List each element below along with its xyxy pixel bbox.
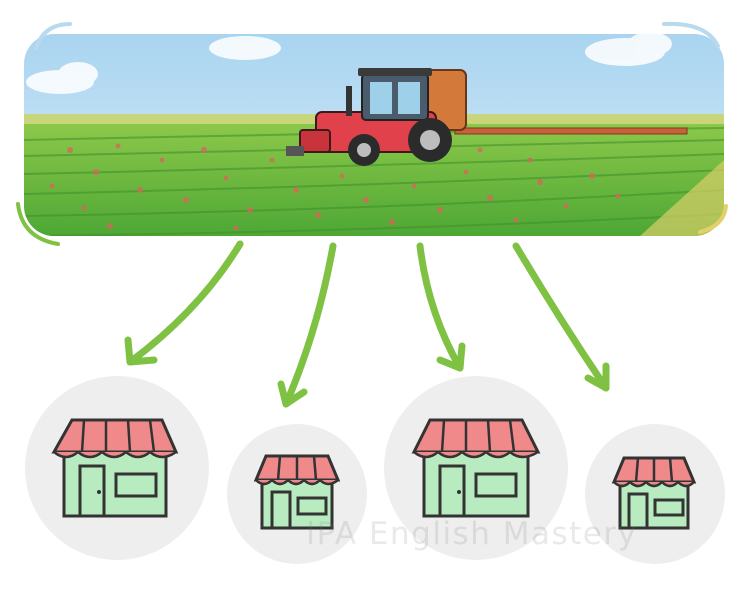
shop-icon: [611, 456, 697, 530]
arrow-down-icon: [124, 240, 244, 366]
sprayer-boom: [454, 127, 688, 135]
cloud-icon: [26, 34, 672, 94]
shop-1: [25, 376, 209, 560]
shop-4: [585, 424, 725, 564]
field-scene: [16, 21, 728, 246]
arrow-down-icon: [277, 242, 337, 408]
shop-2: [227, 424, 367, 564]
shop-icon: [51, 418, 179, 518]
tractor-icon: [286, 68, 467, 166]
arrow-down-icon: [416, 242, 466, 372]
arrow-down-icon: [512, 242, 610, 392]
shop-icon: [411, 418, 541, 518]
shop-icon: [253, 454, 341, 530]
shop-3: [384, 376, 568, 560]
arrows: [124, 240, 610, 408]
